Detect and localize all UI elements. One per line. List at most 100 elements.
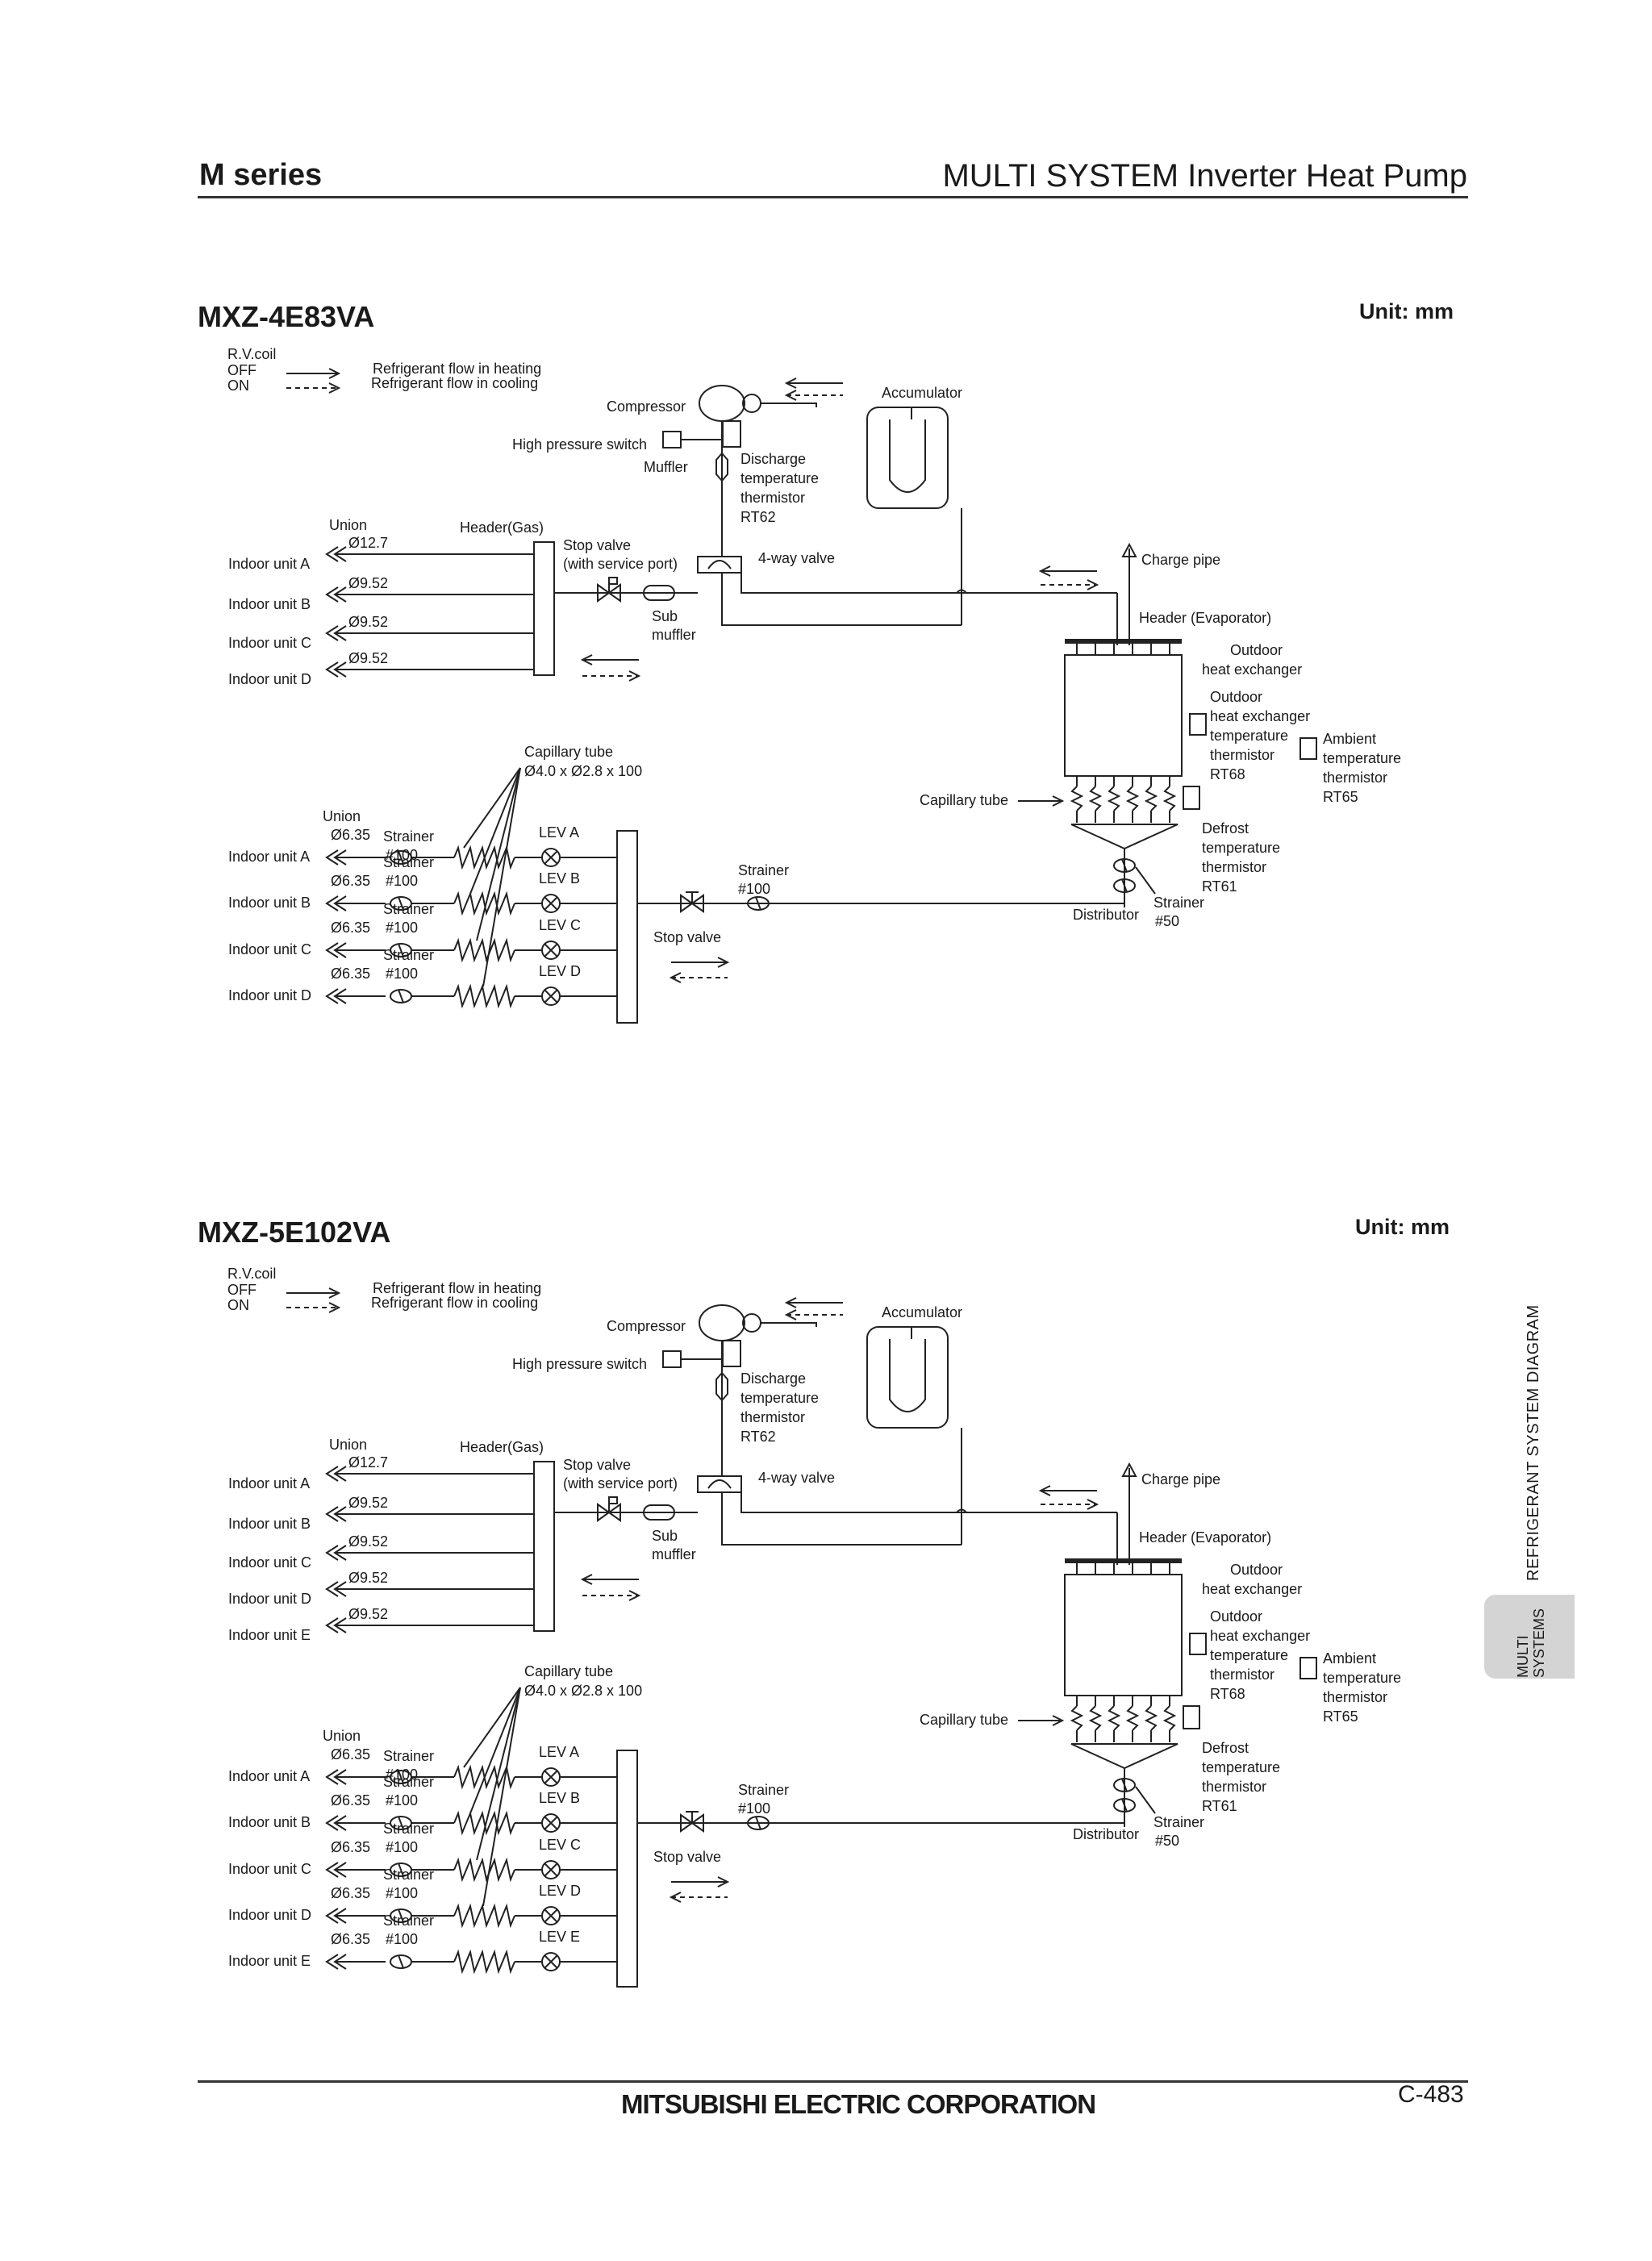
unit-label-1: Unit: mm (1359, 299, 1454, 323)
branch-strainer-0-mesh (398, 850, 404, 865)
section-tab-label[interactable]: MULTI SYSTEMS (1515, 1608, 1547, 1678)
liquid-unit-name-0: Indoor unit A (228, 1768, 310, 1784)
ohex-thermo-label-1: Outdoor (1210, 689, 1262, 705)
lev-valve-0-x (544, 850, 558, 865)
liquid-stop-valve (680, 894, 704, 913)
lev-valve-1-x (544, 1816, 558, 1830)
cap-coil (1070, 786, 1084, 811)
gas-union (325, 586, 339, 603)
capillary-label-2: Ø4.0 x Ø2.8 x 100 (524, 1683, 642, 1699)
stop-valve-svc-label-1: Stop valve (563, 537, 631, 553)
strainer-50-label-1: Strainer (1153, 1814, 1204, 1830)
discharge-label-3: thermistor (740, 1409, 805, 1425)
compressor-label: Compressor (607, 398, 686, 415)
lev-label-3: LEV D (539, 1883, 581, 1899)
charge-pipe-label: Charge pipe (1141, 552, 1220, 568)
gas-unit-name-3: Indoor unit D (228, 671, 311, 687)
strainer-pointer (1135, 1786, 1156, 1814)
evap-header-label: Header (Evaporator) (1139, 1529, 1271, 1546)
charge-flow-heating-head (1038, 1485, 1051, 1496)
fourway-to-accum (721, 1492, 962, 1546)
legend-off: OFF (227, 362, 257, 378)
branch-strainer-label-1: Strainer (383, 854, 434, 870)
gas-unit-name-1: Indoor unit B (228, 596, 311, 612)
legend-heating-label: Refrigerant flow in heating (373, 1280, 541, 1296)
cap-coil (1125, 786, 1140, 811)
liquid-size-4: Ø6.35 (331, 1931, 370, 1947)
compressor (699, 1304, 745, 1341)
service-port-cap (608, 1496, 618, 1504)
defrost-label-2: temperature (1202, 1759, 1280, 1775)
legend-rvcoil: R.V.coil (227, 1266, 276, 1282)
liquid-flow-cooling-head (669, 972, 682, 983)
branch-strainer-2-mesh (398, 1863, 404, 1877)
branch-capillary-3 (453, 983, 515, 1009)
cap-coil (1125, 1705, 1140, 1731)
four-way-valve-arc (707, 1479, 732, 1489)
four-way-label: 4-way valve (758, 1470, 835, 1486)
liquid-unit-name-3: Indoor unit D (228, 1907, 311, 1923)
liquid-size-3: Ø6.35 (331, 1885, 370, 1901)
ohex-thermo-label-5: RT68 (1210, 766, 1245, 782)
cap-coil (1088, 786, 1103, 811)
capillary-leader-0 (463, 767, 521, 849)
branch-strainer-size-3: #100 (386, 1885, 418, 1901)
liquid-strainer (747, 1816, 770, 1830)
liquid-unit-name-2: Indoor unit C (228, 1861, 311, 1877)
branch-strainer-3-mesh (398, 989, 404, 1003)
discharge-label-3: thermistor (740, 490, 805, 506)
ambient-label-3: thermistor (1323, 770, 1387, 786)
strainer-50-label-2: #50 (1155, 1833, 1179, 1849)
gas-header (533, 1461, 555, 1632)
distributor-label: Distributor (1073, 907, 1139, 923)
cap-pointer-head (1052, 1715, 1065, 1726)
ohex-thermo-label-1: Outdoor (1210, 1608, 1262, 1625)
gas-unit-name-1: Indoor unit B (228, 1516, 311, 1532)
discharge-label-4: RT62 (740, 509, 776, 525)
sub-muffler (643, 585, 675, 601)
charge-flow-heating-head (1038, 565, 1051, 577)
ohex-thermistor (1189, 713, 1207, 736)
liquid-union (325, 895, 339, 911)
compressor-motor (742, 1313, 761, 1333)
charge-pipe-label: Charge pipe (1141, 1471, 1220, 1487)
branch-strainer-label-4: Strainer (383, 1913, 434, 1929)
stop-valve-svc-label-1: Stop valve (563, 1457, 631, 1473)
lev-label-4: LEV E (539, 1929, 580, 1945)
header-gas-label: Header(Gas) (460, 519, 544, 536)
liquid-size-0: Ø6.35 (331, 1746, 370, 1762)
fourway-to-accum (721, 573, 962, 626)
liquid-strainer-size: #100 (738, 1800, 770, 1817)
liquid-stop-valve-label: Stop valve (653, 929, 721, 945)
liquid-header (616, 830, 638, 1024)
branch-capillary-2 (453, 937, 515, 963)
branch-strainer-size-3: #100 (386, 966, 418, 982)
service-port-cap (608, 577, 618, 585)
defrost-label-3: thermistor (1202, 859, 1266, 875)
gas-size-2: Ø9.52 (348, 614, 388, 630)
gas-union (325, 1466, 339, 1482)
ohex-thermistor (1189, 1633, 1207, 1655)
defrost-label-1: Defrost (1202, 820, 1249, 836)
liquid-strainer-label: Strainer (738, 862, 789, 878)
lev-valve-2-x (544, 1863, 558, 1877)
sub-muffler-label-2: muffler (652, 1546, 696, 1562)
high-pressure-switch (662, 431, 682, 448)
liquid-unit-name-0: Indoor unit A (228, 849, 310, 865)
branch-strainer-size-4: #100 (386, 1931, 418, 1947)
gas-unit-name-0: Indoor unit A (228, 1475, 310, 1491)
accumulator (866, 407, 949, 509)
crossover (956, 1508, 967, 1513)
distributor (1070, 1743, 1179, 1770)
section-tab[interactable] (1484, 1595, 1575, 1679)
sub-muffler-label-1: Sub (652, 608, 678, 624)
liquid-union (325, 1908, 339, 1924)
liquid-strainer-label: Strainer (738, 1782, 789, 1798)
gas-flow-cooling-head (628, 670, 641, 682)
strainer-50-label-2: #50 (1155, 913, 1179, 929)
discharge-label-1: Discharge (740, 451, 806, 467)
gas-union (325, 1617, 339, 1633)
strainer-50-label-1: Strainer (1153, 895, 1204, 911)
distributor-strainer-mesh (1121, 1778, 1128, 1792)
